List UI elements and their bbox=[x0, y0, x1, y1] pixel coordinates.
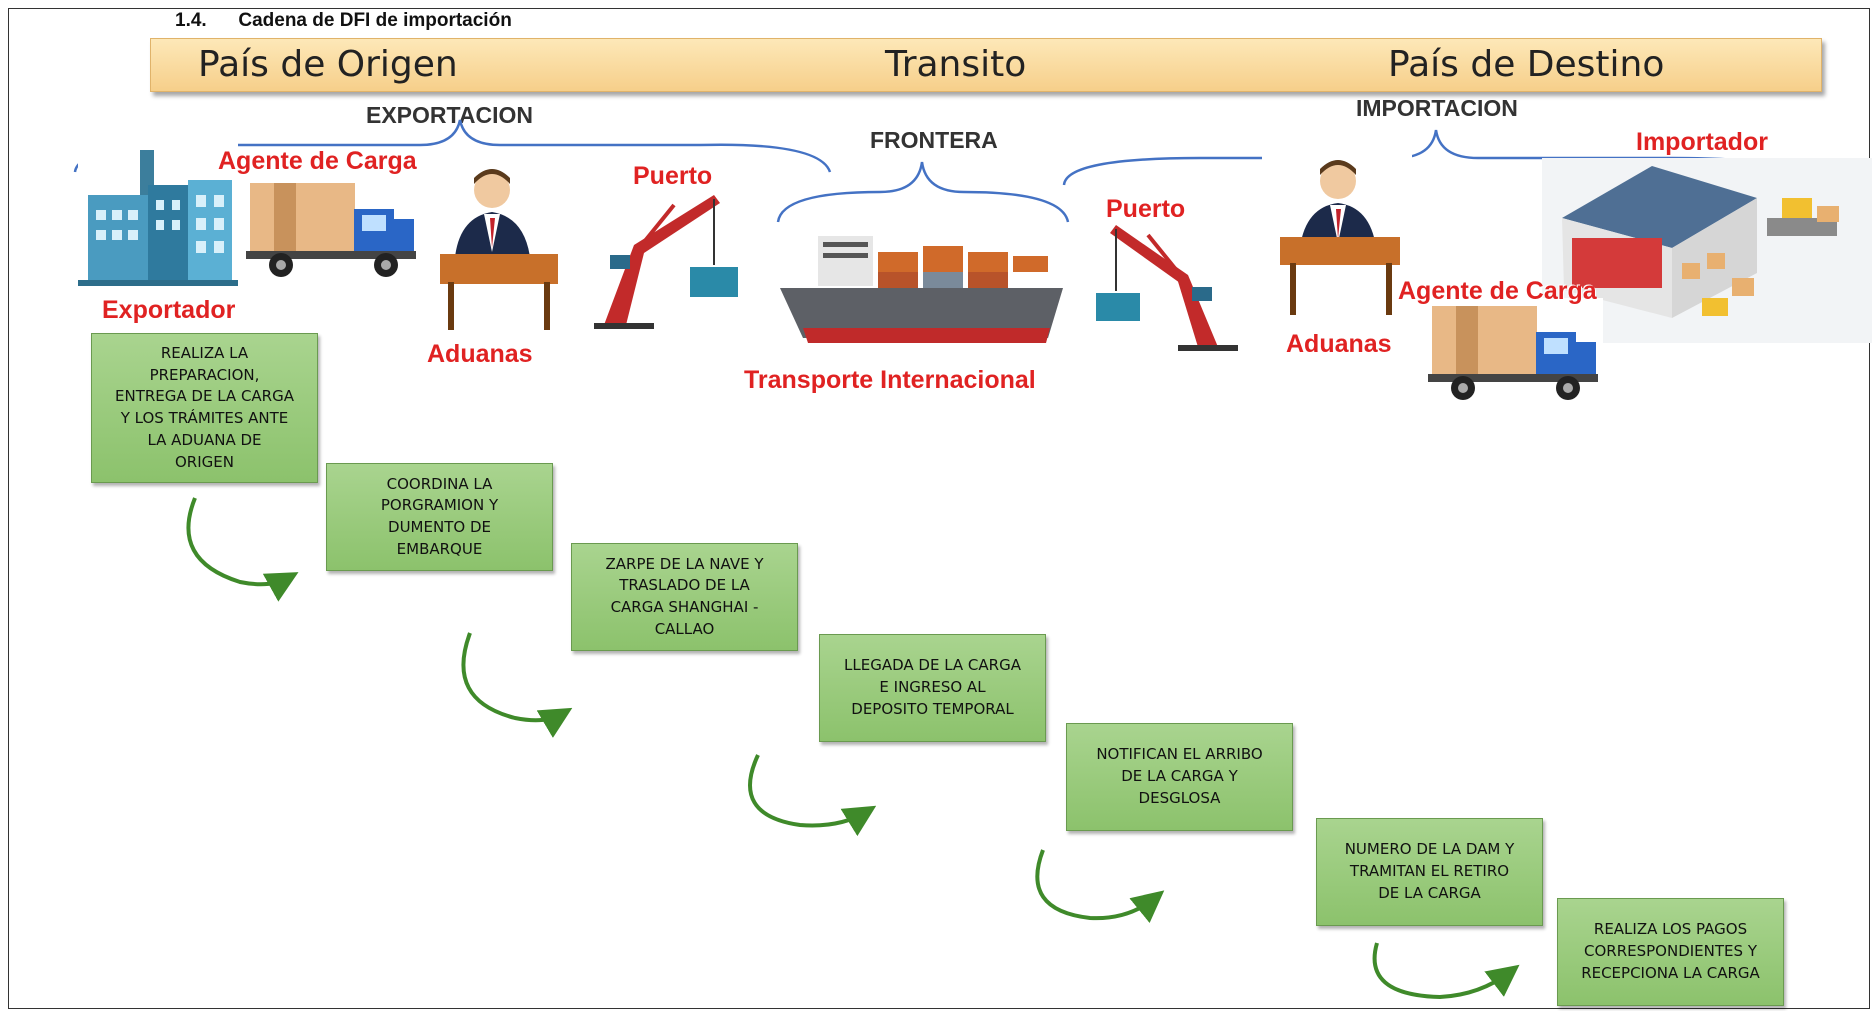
step-box-2: COORDINA LA PORGRAMION Y DUMENTO DE EMBARQU… bbox=[326, 463, 553, 571]
step-line: EMBARQUE bbox=[396, 539, 483, 558]
step-line: ZARPE DE LA NAVE Y bbox=[605, 554, 764, 573]
crane-destination-icon bbox=[1088, 215, 1253, 355]
actor-customs-origin: Aduanas bbox=[427, 340, 533, 368]
actor-transport: Transporte Internacional bbox=[744, 366, 1036, 394]
step-line: RECEPCIONA LA CARGA bbox=[1581, 963, 1760, 982]
arrow-3-to-4 bbox=[748, 754, 877, 837]
step-5-text: NOTIFICAN EL ARRIBO DE LA CARGA Y DESGLOSA bbox=[1096, 744, 1262, 809]
step-line: NUMERO DE LA DAM Y bbox=[1344, 840, 1515, 859]
step-line: LA ADUANA DE bbox=[147, 430, 262, 449]
step-box-6: NUMERO DE LA DAM Y TRAMITAN EL RETIRO DE L… bbox=[1316, 818, 1543, 926]
group-border-label: FRONTERA bbox=[870, 127, 998, 153]
step-line: COORDINA LA bbox=[386, 474, 493, 493]
step-line: DEPOSITO TEMPORAL bbox=[851, 699, 1014, 718]
step-line: DE LA CARGA Y bbox=[1121, 767, 1238, 786]
banner-origin: País de Origen bbox=[198, 44, 458, 85]
step-line: DUMENTO DE bbox=[388, 518, 491, 536]
container-ship-icon bbox=[778, 228, 1068, 373]
group-import-label: IMPORTACION bbox=[1356, 95, 1518, 121]
truck-destination-icon bbox=[1428, 298, 1603, 408]
step-line: ORIGEN bbox=[175, 452, 234, 471]
truck-origin-icon bbox=[246, 175, 421, 285]
step-line: REALIZA LOS PAGOS bbox=[1593, 920, 1748, 939]
step-line: CARGA SHANGHAI - bbox=[610, 598, 759, 616]
step-line: TRAMITAN EL RETIRO bbox=[1349, 862, 1510, 881]
step-line: DESGLOSA bbox=[1138, 788, 1221, 807]
customs-officer-origin-icon bbox=[420, 162, 570, 332]
step-line: E INGRESO AL bbox=[879, 678, 986, 697]
step-line: PREPARACION, bbox=[149, 365, 260, 384]
step-6-text: NUMERO DE LA DAM Y TRAMITAN EL RETIRO DE L… bbox=[1345, 839, 1515, 904]
arrow-4-to-5 bbox=[1035, 849, 1165, 924]
crane-origin-icon bbox=[574, 185, 759, 335]
step-1-text: REALIZA LA PREPARACION, ENTREGA DE LA CARG… bbox=[115, 343, 294, 474]
actor-port-origin: Puerto bbox=[633, 162, 713, 190]
step-box-4: LLEGADA DE LA CARGA E INGRESO AL DEPOSITO … bbox=[819, 634, 1046, 742]
step-box-7: REALIZA LOS PAGOS CORRESPONDIENTES Y RECEP… bbox=[1557, 898, 1784, 1006]
arrow-5-to-6 bbox=[1372, 942, 1520, 1000]
step-box-5: NOTIFICAN EL ARRIBO DE LA CARGA Y DESGLOSA bbox=[1066, 723, 1293, 831]
actor-exporter: Exportador bbox=[102, 296, 236, 324]
banner-transit: Transito bbox=[885, 44, 1027, 85]
actor-agent-origin: Agente de Carga bbox=[218, 147, 417, 175]
step-line: TRASLADO DE LA bbox=[619, 576, 750, 595]
step-line: NOTIFICAN EL ARRIBO bbox=[1096, 745, 1263, 764]
step-line: PORGRAMION Y bbox=[380, 496, 499, 515]
regions-banner bbox=[150, 38, 1822, 92]
step-box-1: REALIZA LA PREPARACION, ENTREGA DE LA CARG… bbox=[91, 333, 318, 483]
step-line: ENTREGA DE LA CARGA bbox=[115, 387, 294, 406]
step-line: CORRESPONDIENTES Y bbox=[1584, 942, 1757, 961]
step-line: DE LA CARGA bbox=[1378, 883, 1481, 902]
banner-destination: País de Destino bbox=[1388, 44, 1665, 85]
arrow-2-to-3 bbox=[461, 632, 573, 738]
customs-officer-destination-icon bbox=[1262, 155, 1412, 320]
group-export-label: EXPORTACION bbox=[366, 102, 533, 128]
step-line: Y LOS TRÁMITES ANTE bbox=[120, 409, 289, 427]
warehouse-icon bbox=[1542, 158, 1872, 343]
section-heading: 1.4. Cadena de DFI de importación bbox=[175, 10, 512, 31]
step-line: CALLAO bbox=[654, 619, 715, 638]
step-line: REALIZA LA bbox=[160, 343, 249, 362]
step-3-text: ZARPE DE LA NAVE Y TRASLADO DE LA CARGA SH… bbox=[606, 554, 764, 641]
step-7-text: REALIZA LOS PAGOS CORRESPONDIENTES Y RECEP… bbox=[1581, 919, 1760, 984]
actor-port-destination: Puerto bbox=[1106, 195, 1186, 223]
arrow-1-to-2 bbox=[186, 497, 299, 602]
diagram-frame bbox=[8, 8, 1870, 1009]
step-box-3: ZARPE DE LA NAVE Y TRASLADO DE LA CARGA SH… bbox=[571, 543, 798, 651]
actor-customs-destination: Aduanas bbox=[1286, 330, 1392, 358]
actor-agent-destination: Agente de Carga bbox=[1398, 277, 1597, 305]
step-2-text: COORDINA LA PORGRAMION Y DUMENTO DE EMBARQU… bbox=[381, 474, 498, 561]
factory-icon bbox=[78, 140, 238, 290]
step-line: LLEGADA DE LA CARGA bbox=[844, 656, 1021, 675]
step-4-text: LLEGADA DE LA CARGA E INGRESO AL DEPOSITO … bbox=[844, 655, 1021, 720]
border-brace bbox=[776, 161, 1070, 223]
actor-importer: Importador bbox=[1636, 128, 1768, 156]
